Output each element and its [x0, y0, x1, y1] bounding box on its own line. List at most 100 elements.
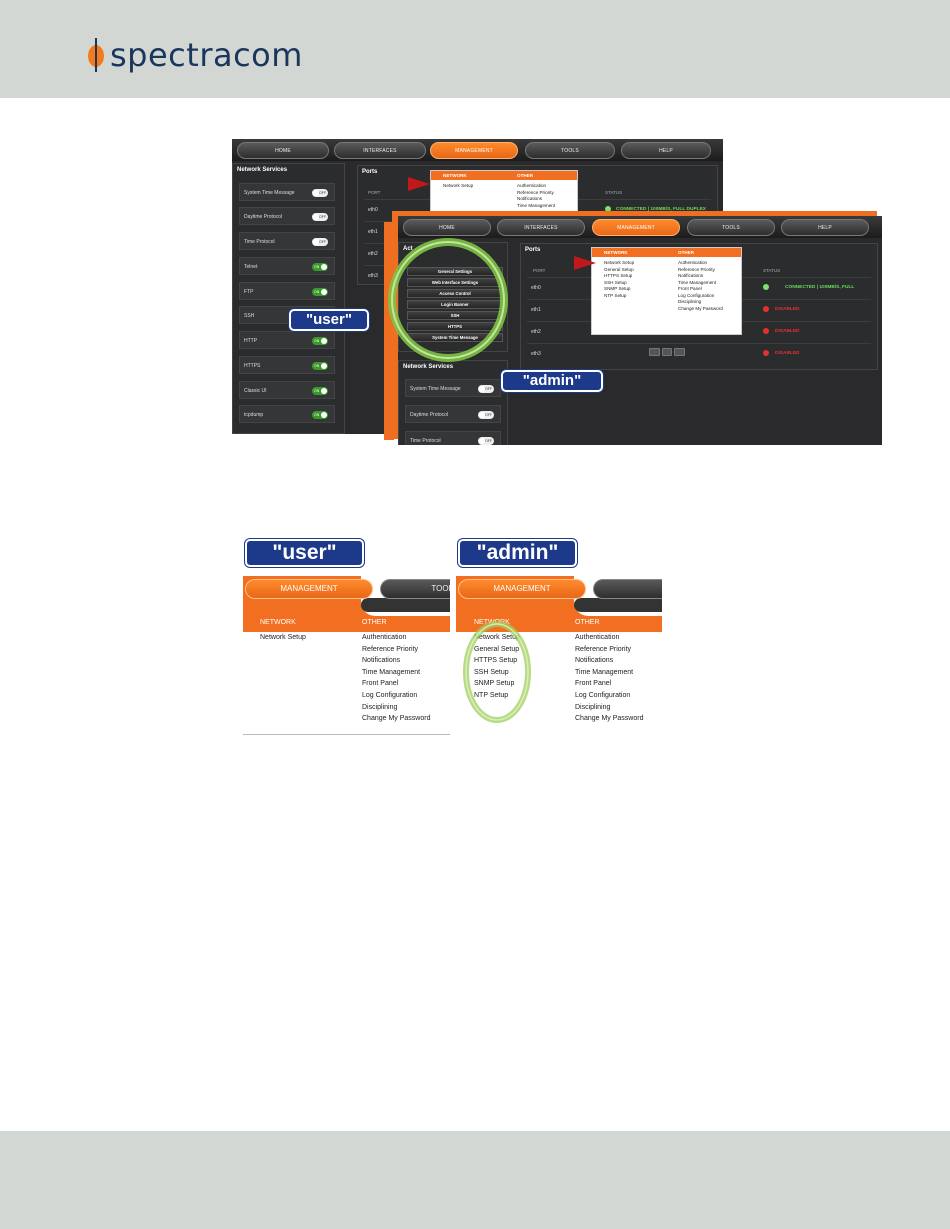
menu-item[interactable]: HTTPS Setup — [474, 657, 518, 665]
admin-nav-management[interactable]: MANAGEMENT — [592, 219, 680, 236]
toggle-switch[interactable]: OFF — [312, 189, 328, 197]
toggle-switch[interactable]: ON — [312, 337, 328, 345]
spectracom-logo: spectracom — [86, 38, 303, 72]
port-action-buttons[interactable] — [649, 348, 686, 356]
admin-nav-tools[interactable]: TOOLS — [687, 219, 775, 236]
zoom-other-label: OTHER — [575, 619, 600, 626]
access-item[interactable]: HTTPS — [407, 322, 503, 331]
status-text-eth0: CONNECTED | 100MB/S, FULL — [785, 285, 855, 290]
zoom-other-label: OTHER — [362, 619, 387, 626]
status-led-red — [763, 306, 769, 312]
page-footer — [0, 1131, 950, 1229]
toggle-switch[interactable]: ON — [312, 411, 328, 419]
menu-item[interactable]: Reference Priority — [678, 266, 715, 272]
menu-item[interactable]: Reference Priority — [575, 645, 632, 653]
page-header: spectracom — [0, 0, 950, 98]
menu-item[interactable]: NTP Setup — [604, 292, 627, 298]
menu-item[interactable]: Time Management — [575, 668, 634, 676]
menu-item[interactable]: Authentication — [517, 183, 547, 188]
toggle-switch[interactable]: OFF — [478, 437, 494, 445]
user-menu-zoom: MANAGEMENT TOOL NETWORK OTHER Network Se… — [243, 576, 450, 736]
menu-item[interactable]: Reference Priority — [362, 645, 419, 653]
menu-item[interactable]: Time Management — [362, 668, 421, 676]
menu-item[interactable]: NTP Setup — [474, 691, 509, 699]
menu-item[interactable]: Disciplining — [575, 703, 611, 711]
menu-item[interactable]: Change My Password — [678, 305, 723, 311]
toggle-switch[interactable]: ON — [312, 263, 328, 271]
menu-item[interactable]: SNMP Setup — [604, 286, 631, 291]
menu-item[interactable]: Time Management — [678, 279, 717, 285]
admin-role-label: "admin" — [501, 370, 603, 392]
status-led-green — [605, 206, 611, 212]
menu-item[interactable]: Change My Password — [575, 715, 644, 723]
menu-item[interactable]: Log Configuration — [678, 292, 715, 298]
menu-item[interactable]: Log Configuration — [575, 691, 631, 699]
zoom-management-tab[interactable]: MANAGEMENT — [245, 579, 373, 599]
menu-item[interactable]: Notifications — [517, 196, 543, 201]
menu-item-network-setup[interactable]: Network Setup — [474, 634, 520, 641]
user-nav-management[interactable]: MANAGEMENT — [430, 142, 518, 159]
toggle-switch[interactable]: OFF — [312, 238, 328, 246]
user-nav-interfaces[interactable]: INTERFACES — [334, 142, 426, 159]
menu-item[interactable]: SSH Setup — [474, 668, 509, 676]
menu-item[interactable]: Front Panel — [678, 286, 702, 291]
menu-item[interactable]: Disciplining — [362, 703, 398, 711]
menu-other-label: OTHER — [517, 173, 534, 178]
status-text-eth0: CONNECTED | 100MB/S, FULL DUPLEX — [616, 207, 707, 212]
admin-nav-home[interactable]: HOME — [403, 219, 491, 236]
menu-item[interactable]: Disciplining — [678, 299, 702, 304]
toggle-switch[interactable]: OFF — [478, 385, 494, 393]
toggle-switch[interactable]: ON — [312, 288, 328, 296]
status-text-disabled: DISABLED — [775, 307, 800, 312]
zoom-tools-tab[interactable]: TOOL — [380, 579, 450, 599]
admin-shadow-frame-2 — [384, 222, 394, 440]
menu-item[interactable]: Authentication — [575, 634, 620, 641]
menu-item[interactable]: Front Panel — [362, 680, 399, 688]
menu-item-network-setup[interactable]: Network Setup — [443, 183, 474, 188]
menu-item[interactable]: General Setup — [474, 645, 520, 653]
menu-other-label: OTHER — [678, 250, 695, 255]
menu-item[interactable]: Log Configuration — [362, 691, 418, 699]
admin-ports-title: Ports — [525, 247, 541, 253]
menu-item[interactable]: SSH Setup — [604, 279, 627, 285]
menu-item[interactable]: HTTPS Setup — [604, 273, 633, 278]
menu-network-label: NETWORK — [443, 173, 467, 178]
menu-item[interactable]: SNMP Setup — [474, 680, 515, 688]
port-row: eth3 — [527, 343, 871, 363]
admin-nav-help[interactable]: HELP — [781, 219, 869, 236]
red-pointer-arrow — [408, 177, 430, 191]
green-highlight-circle-icon — [463, 621, 531, 723]
toggle-switch[interactable]: ON — [312, 362, 328, 370]
user-nav-home[interactable]: HOME — [237, 142, 329, 159]
access-item[interactable]: General Settings — [407, 267, 503, 276]
user-role-label-zoom: "user" — [245, 539, 364, 567]
menu-item[interactable]: Authentication — [362, 634, 407, 641]
menu-item-network-setup[interactable]: Network Setup — [260, 634, 306, 641]
user-nav-tools[interactable]: TOOLS — [525, 142, 615, 159]
menu-item[interactable]: Notifications — [678, 273, 704, 278]
status-led-red — [763, 350, 769, 356]
zoom-management-tab[interactable]: MANAGEMENT — [458, 579, 586, 599]
toggle-switch[interactable]: OFF — [478, 411, 494, 419]
zoom-tools-tab[interactable] — [593, 579, 662, 599]
admin-nav-interfaces[interactable]: INTERFACES — [497, 219, 585, 236]
menu-item[interactable]: Authentication — [678, 260, 708, 265]
menu-item[interactable]: Front Panel — [575, 680, 612, 688]
menu-item[interactable]: Reference Priority — [517, 189, 554, 195]
menu-item-network-setup[interactable]: Network Setup — [604, 260, 635, 265]
menu-item[interactable]: Time Management — [517, 202, 556, 208]
menu-item[interactable]: Change My Password — [362, 715, 431, 723]
toggle-switch[interactable]: ON — [312, 387, 328, 395]
user-nav-help[interactable]: HELP — [621, 142, 711, 159]
toggle-switch[interactable]: OFF — [312, 213, 328, 221]
menu-item[interactable]: Notifications — [362, 657, 401, 665]
status-led-green — [763, 284, 769, 290]
menu-item[interactable]: Notifications — [575, 657, 614, 665]
menu-item[interactable]: General Setup — [604, 266, 634, 272]
